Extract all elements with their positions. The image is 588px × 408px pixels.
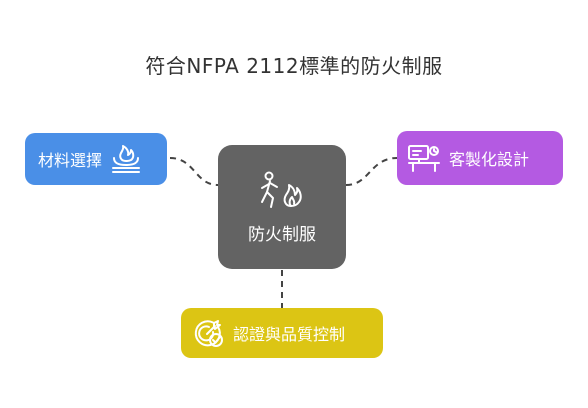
running-person-fire-icon <box>257 170 307 210</box>
materials-label: 材料選擇 <box>38 151 103 170</box>
fire-resistant-fabric-icon <box>110 144 142 174</box>
quality-label: 認證與品質控制 <box>233 325 346 344</box>
target-check-icon <box>193 318 225 348</box>
connector-materials <box>169 157 219 186</box>
center-node: 防火制服 <box>218 145 346 269</box>
custom-design-label: 客製化設計 <box>449 150 530 169</box>
custom-design-node: 客製化設計 <box>397 131 563 185</box>
connector-custom <box>345 157 398 186</box>
quality-node: 認證與品質控制 <box>181 308 383 358</box>
design-workstation-icon <box>407 143 441 173</box>
center-label: 防火制服 <box>248 224 316 245</box>
diagram-title: 符合NFPA 2112標準的防火制服 <box>145 54 443 78</box>
materials-node: 材料選擇 <box>25 133 167 185</box>
